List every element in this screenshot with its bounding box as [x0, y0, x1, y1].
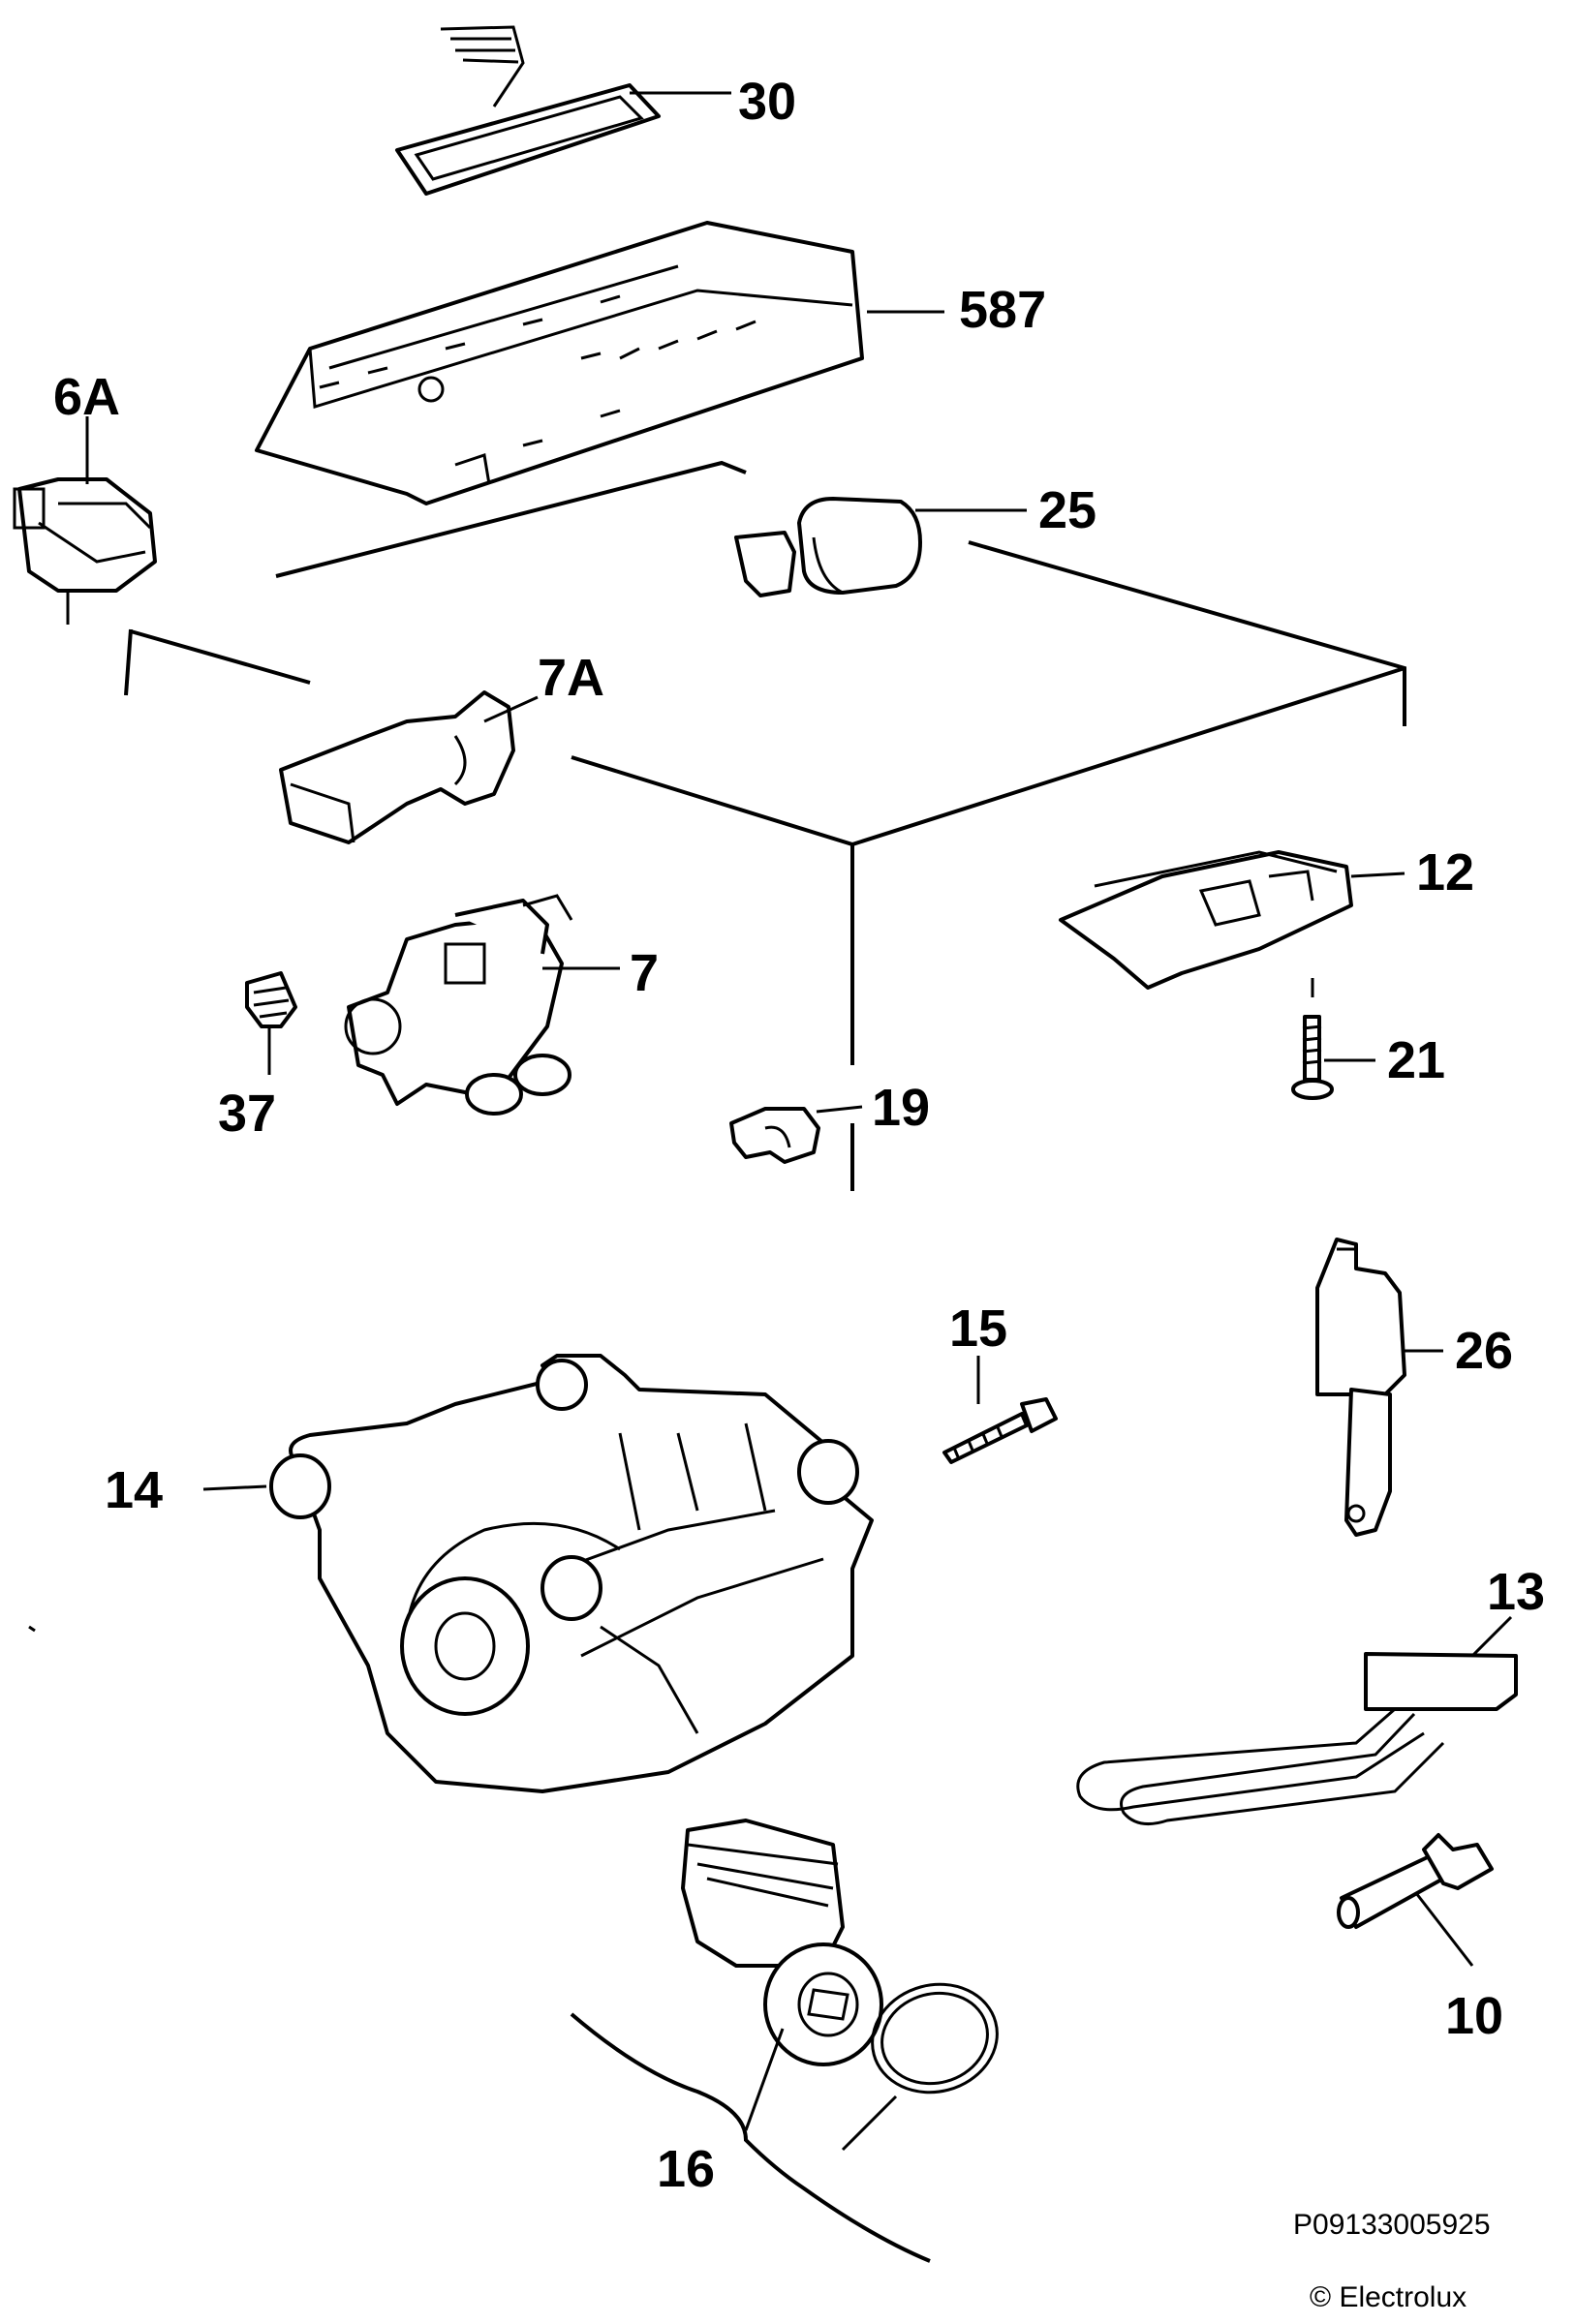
label-19: 19 [872, 1079, 930, 1137]
label-30: 30 [738, 73, 796, 131]
part-14-motor [202, 1354, 874, 1793]
cutaway-line [28, 1625, 931, 2263]
label-10: 10 [1445, 1987, 1503, 2045]
label-6A: 6A [53, 368, 120, 426]
cabinet-outline [124, 460, 1406, 1191]
label-25: 25 [1038, 481, 1096, 539]
part-12-door-interlock [1059, 850, 1405, 990]
part-19-clip [729, 1105, 863, 1164]
part-37-filter [245, 971, 297, 1075]
label-12: 12 [1416, 843, 1474, 902]
part-6A-rotary-switch [13, 416, 157, 625]
part-13-heating-element [1076, 1615, 1518, 1826]
part-26-thermostat [1315, 1238, 1443, 1537]
reference-code: P09133005925 [1293, 2209, 1491, 2241]
part-7A-valve-cover [279, 690, 539, 844]
part-10-ntc-sensor [1337, 1833, 1494, 1967]
copyright-notice: © Electrolux [1310, 2281, 1467, 2313]
label-37: 37 [218, 1085, 276, 1143]
part-labels: 30 587 6A 25 7A 12 7 21 37 19 15 26 14 1… [53, 73, 1545, 2198]
label-587: 587 [959, 281, 1046, 339]
label-13: 13 [1487, 1563, 1545, 1621]
label-7A: 7A [538, 649, 604, 707]
part-21-screw [1291, 978, 1375, 1100]
label-15: 15 [949, 1300, 1007, 1358]
part-25-capacitor [734, 497, 1027, 597]
label-7: 7 [630, 944, 659, 1002]
label-21: 21 [1387, 1031, 1445, 1089]
label-16: 16 [657, 2140, 715, 2198]
part-7-inlet-valve [344, 894, 620, 1116]
part-16-drain-pump [681, 1819, 999, 2152]
part-15-bolt [942, 1356, 1058, 1464]
part-587-control-board-housing [255, 221, 944, 505]
label-14: 14 [105, 1461, 163, 1519]
label-26: 26 [1455, 1322, 1513, 1380]
part-30-display-panel [395, 25, 731, 196]
